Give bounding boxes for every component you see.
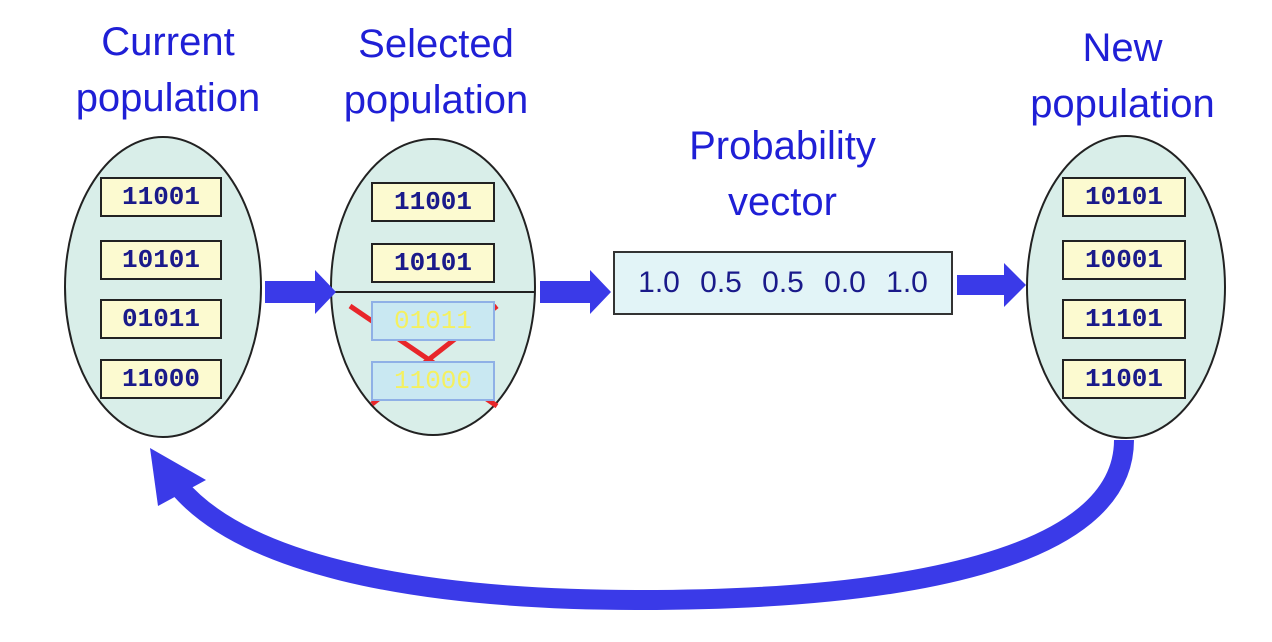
current-individual-2: 10101 xyxy=(100,240,222,280)
arrow-vector-to-new xyxy=(957,263,1026,307)
current-individual-3: 01011 xyxy=(100,299,222,339)
new-individual-3: 11101 xyxy=(1062,299,1186,339)
probability-value-1: 1.0 xyxy=(638,266,680,299)
discarded-individual-2: 11000 xyxy=(371,361,495,401)
current-individual-1: 11001 xyxy=(100,177,222,217)
probability-value-2: 0.5 xyxy=(700,266,742,299)
current-population-title: Current population xyxy=(75,20,261,120)
arrow-selected-to-vector xyxy=(540,270,611,314)
probability-value-3: 0.5 xyxy=(762,266,804,299)
arrow-loop-back xyxy=(170,439,1134,611)
probability-value-4: 0.0 xyxy=(824,266,866,299)
current-individual-4: 11000 xyxy=(100,359,222,399)
probability-vector-box: 1.0 0.5 0.5 0.0 1.0 xyxy=(613,251,953,315)
probability-value-5: 1.0 xyxy=(886,266,928,299)
probability-vector-title: Probability vector xyxy=(689,124,876,224)
arrow-loop-back-head xyxy=(150,448,206,506)
selected-individual-1: 11001 xyxy=(371,182,495,222)
new-individual-2: 10001 xyxy=(1062,240,1186,280)
new-individual-1: 10101 xyxy=(1062,177,1186,217)
selected-population-title: Selected population xyxy=(343,22,529,122)
new-individual-4: 11001 xyxy=(1062,359,1186,399)
discarded-individual-1: 01011 xyxy=(371,301,495,341)
selected-individual-2: 10101 xyxy=(371,243,495,283)
new-population-title: New population xyxy=(1030,26,1215,126)
arrow-current-to-selected xyxy=(265,270,336,314)
